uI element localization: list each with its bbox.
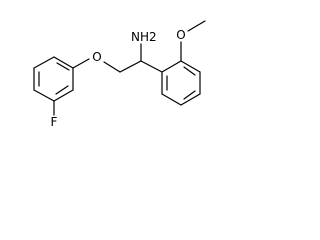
fluorophenyl-ring bbox=[33, 56, 74, 102]
ring-a-bond bbox=[53, 56, 74, 69]
ring-b-bond bbox=[180, 60, 201, 73]
ring-a-double-bond bbox=[55, 85, 69, 95]
ring-b-bond bbox=[161, 60, 182, 73]
chemical-structure: F O NH2 O bbox=[33, 20, 206, 129]
methoxy-oxygen-label: O bbox=[176, 28, 185, 42]
o-ch3-bond bbox=[187, 20, 206, 32]
ring-b-bond bbox=[161, 93, 182, 106]
ring-a-bond bbox=[53, 89, 74, 102]
methoxyphenyl-ring bbox=[161, 60, 201, 106]
ring-a-bond bbox=[33, 56, 55, 69]
ring-b-double-bond bbox=[183, 90, 196, 100]
ring-a-bond bbox=[33, 89, 55, 102]
amine-label: NH2 bbox=[131, 30, 157, 44]
c-o-bond bbox=[72, 58, 90, 69]
ring-b-double-bond bbox=[183, 66, 196, 76]
ring-b-bond bbox=[180, 93, 201, 106]
o-ch2-bond bbox=[103, 61, 121, 73]
ether-oxygen-label: O bbox=[92, 50, 101, 64]
ch-aryl-bond bbox=[140, 60, 163, 73]
ring-a-double-bond bbox=[56, 62, 70, 71]
fluorine-label: F bbox=[51, 115, 58, 129]
ch2-ch-bond bbox=[119, 60, 142, 73]
